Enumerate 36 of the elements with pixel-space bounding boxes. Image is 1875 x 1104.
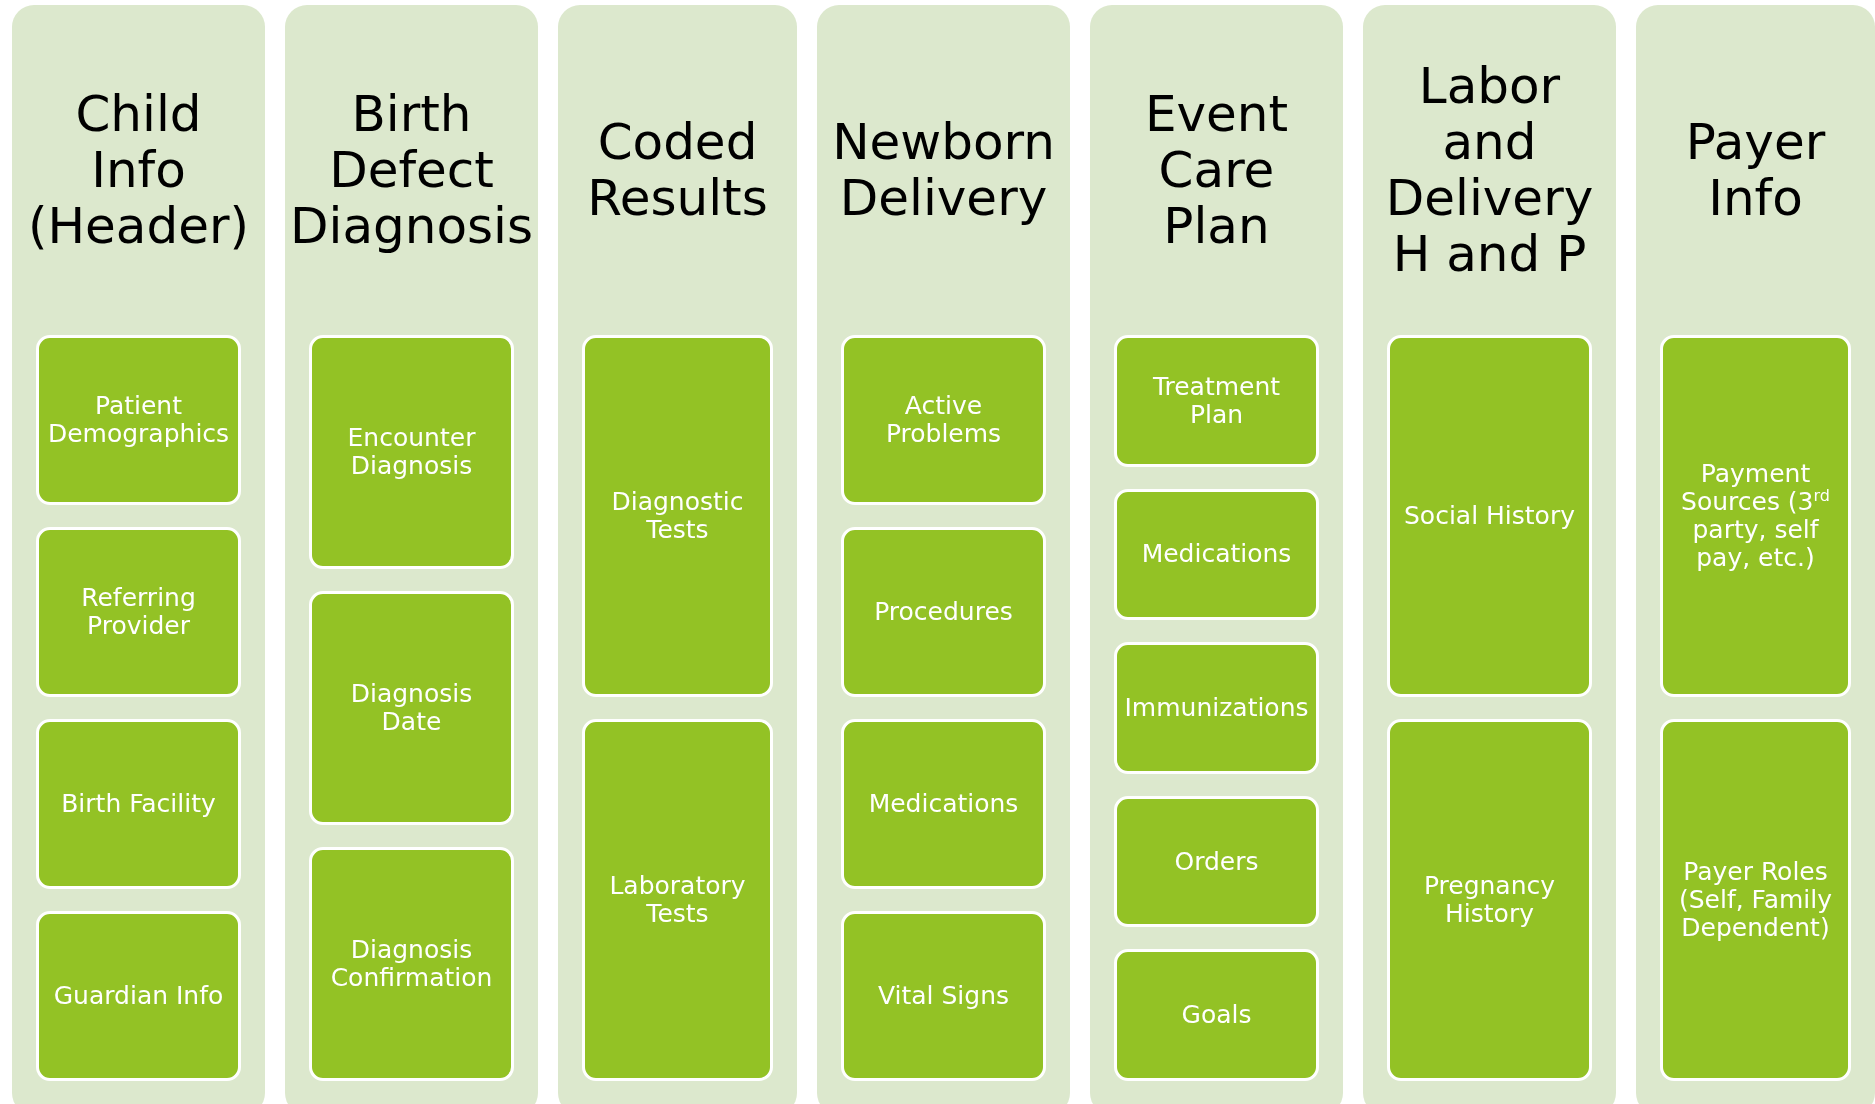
column-title: Payer Info	[1684, 114, 1827, 226]
column-panel	[1363, 5, 1616, 1104]
category-box: Vital Signs	[841, 911, 1046, 1081]
category-box: Diagnostic Tests	[582, 335, 773, 697]
column-panel	[558, 5, 797, 1104]
category-box: Birth Facility	[36, 719, 241, 889]
category-box: Immunizations	[1114, 642, 1319, 774]
column-panel	[285, 5, 538, 1104]
column-panel	[1090, 5, 1343, 1104]
category-box: Pregnancy History	[1387, 719, 1592, 1081]
category-box: Medications	[1114, 488, 1319, 621]
column-title: Child Info (Header)	[27, 86, 250, 254]
column-panel	[12, 5, 265, 1104]
column-title: Birth Defect Diagnosis	[290, 86, 534, 254]
category-box: Medications	[841, 719, 1046, 889]
column-title: Newborn Delivery	[832, 114, 1055, 226]
category-box: Social History	[1387, 335, 1592, 697]
category-box: Procedures	[841, 527, 1046, 697]
category-box: Laboratory Tests	[582, 719, 773, 1081]
category-box: Treatment Plan	[1114, 335, 1319, 467]
category-box: Diagnosis Confirmation	[309, 847, 514, 1081]
category-box: Diagnosis Date	[309, 591, 514, 825]
category-box: Referring Provider	[36, 527, 241, 697]
column-panel	[817, 5, 1070, 1104]
category-box: Payer Roles (Self, Family Dependent)	[1660, 719, 1851, 1081]
category-box: Orders	[1114, 795, 1319, 928]
category-box: Payment Sources (3$^{rd}$ party, self pay, etc.)	[1660, 335, 1851, 697]
column-title: Coded Results	[586, 114, 769, 226]
category-box: Goals	[1114, 949, 1319, 1081]
column-panel	[1636, 5, 1875, 1104]
category-box: Encounter Diagnosis	[309, 335, 514, 569]
category-box: Active Problems	[841, 335, 1046, 505]
category-box: Guardian Info	[36, 911, 241, 1081]
column-title: Event Care Plan	[1143, 86, 1290, 254]
category-box: Patient Demographics	[36, 335, 241, 505]
column-title: Labor and Delivery H and P	[1385, 58, 1594, 282]
